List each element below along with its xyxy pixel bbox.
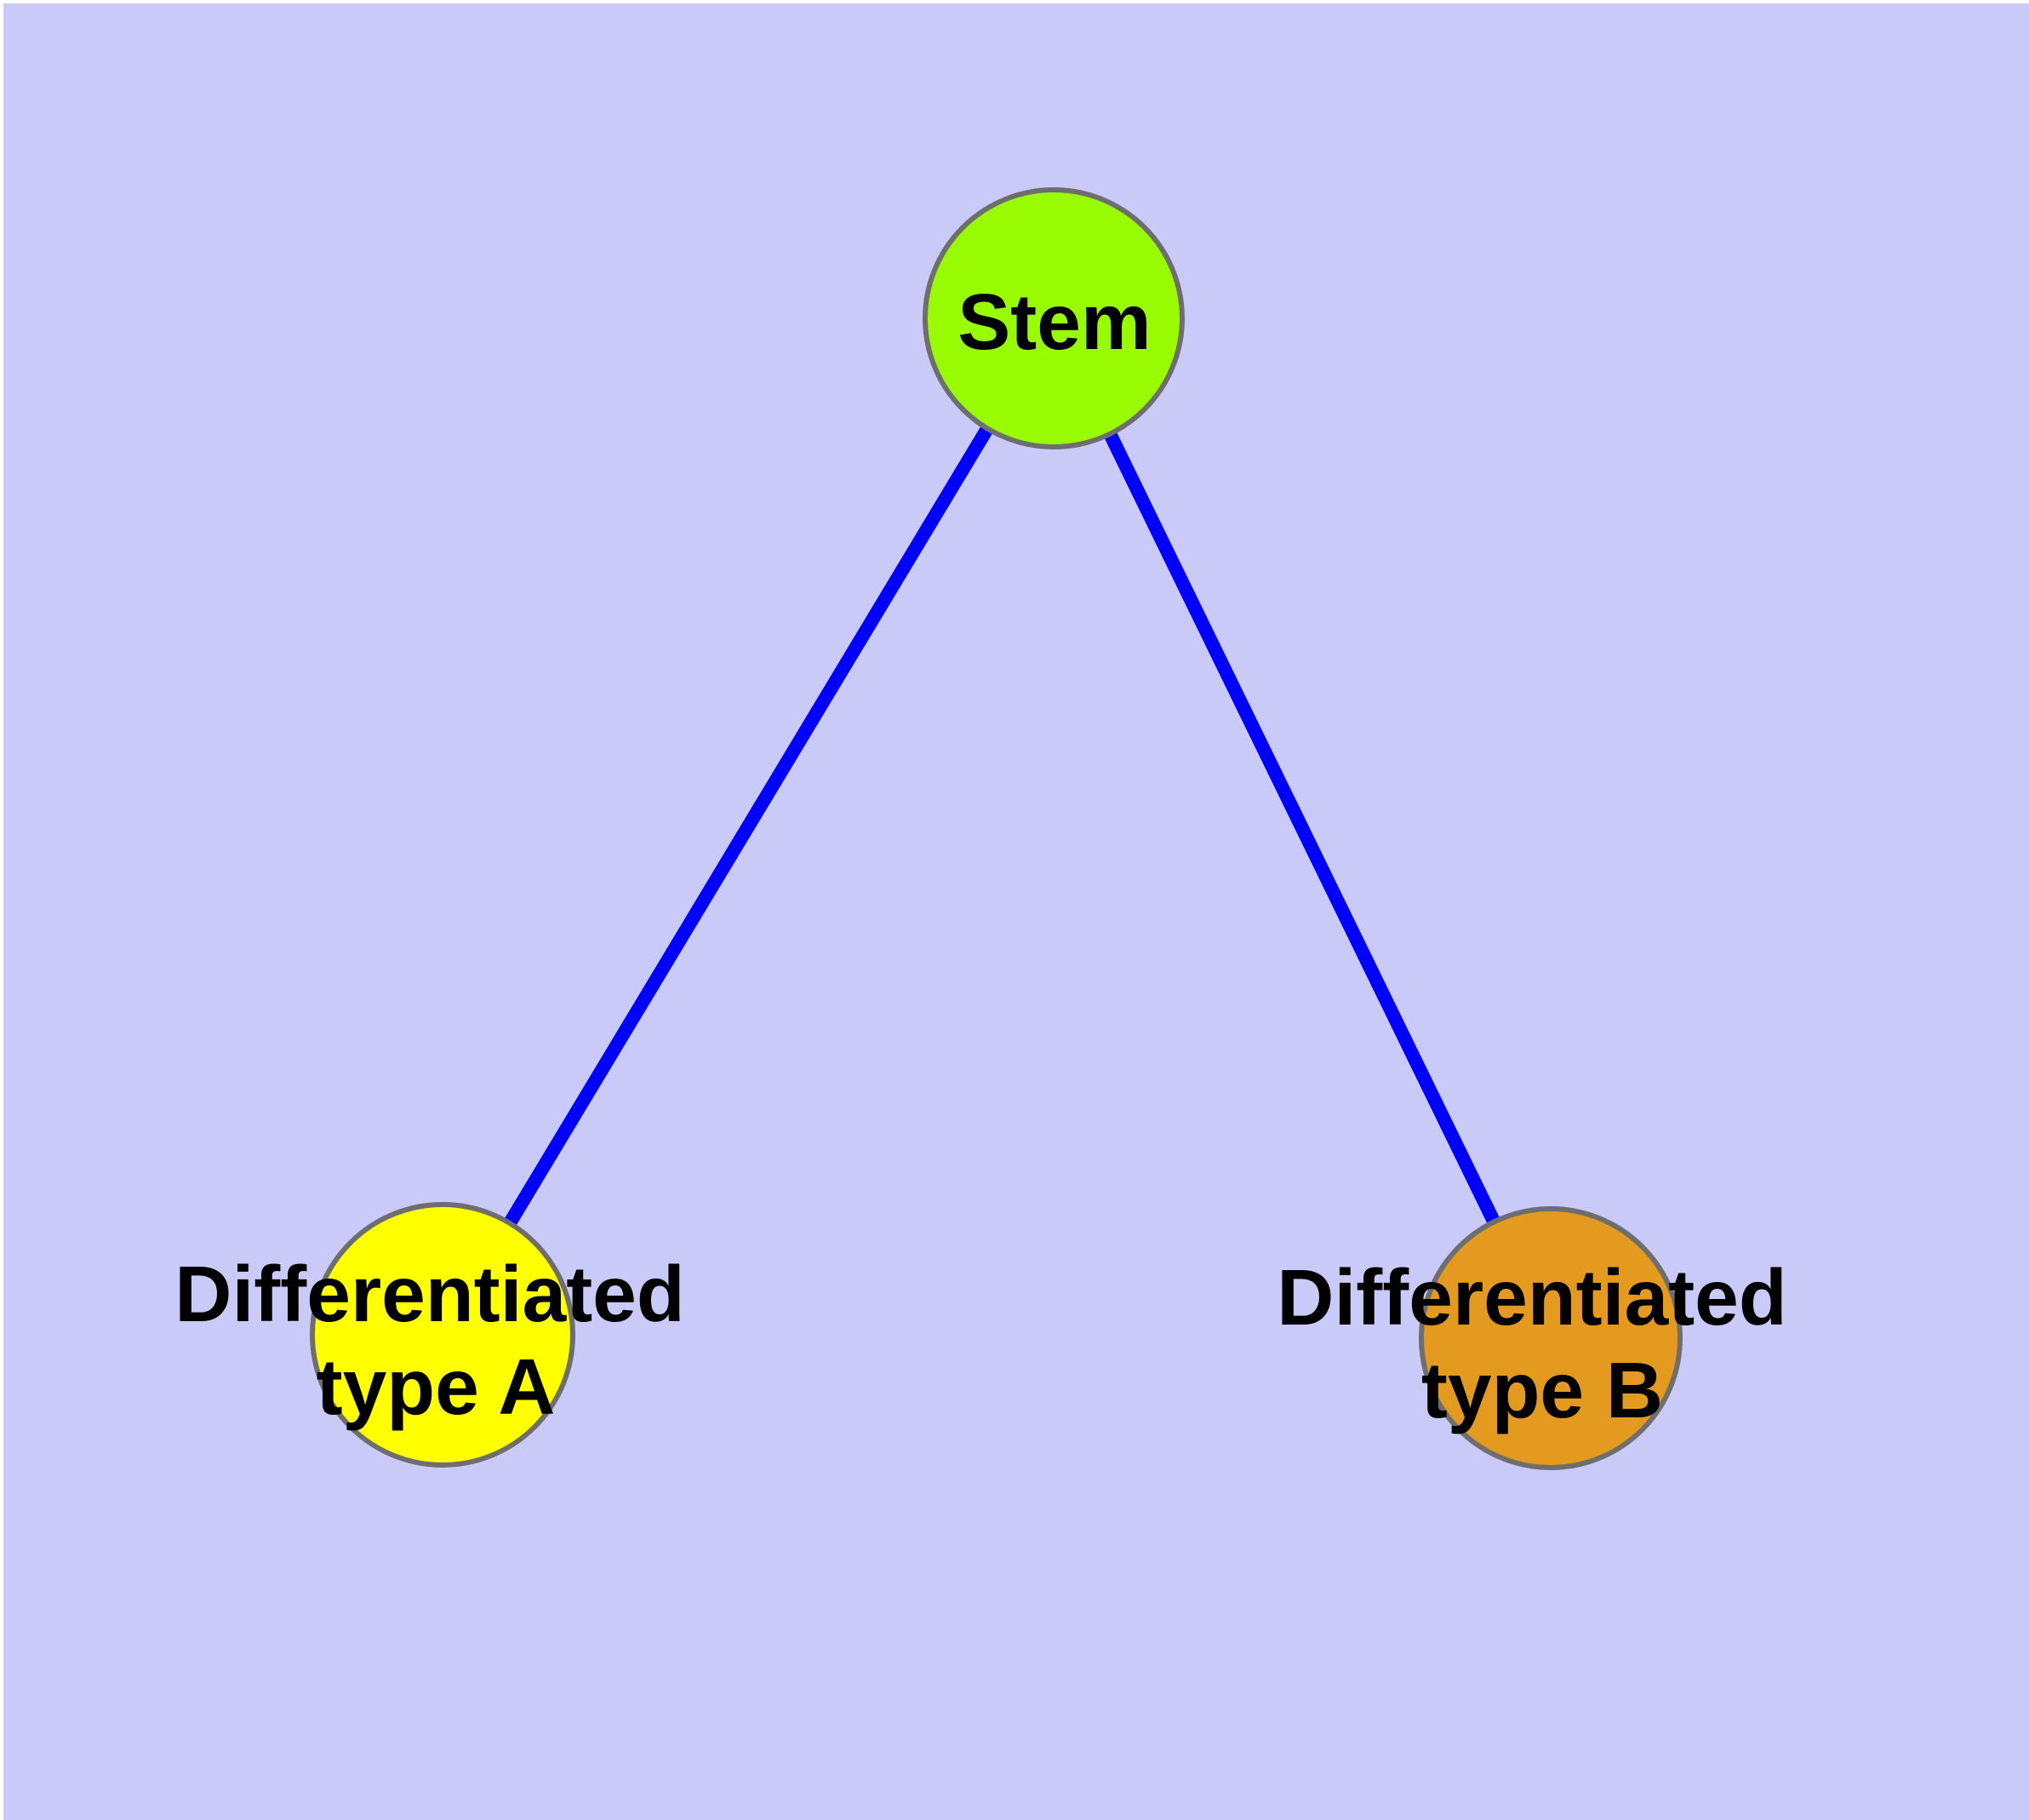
edge-stem-to-typeA <box>437 314 1060 1339</box>
node-layer <box>310 187 1683 1470</box>
edge-layer <box>437 314 1557 1342</box>
node-typeA-label-line1: Differentiated <box>174 1250 684 1338</box>
node-typeB-label-line1: Differentiated <box>1277 1253 1786 1342</box>
node-stem-circle <box>923 187 1185 449</box>
edge-stem-to-typeB <box>1047 315 1557 1342</box>
node-typeB-label-line2: type B <box>1421 1346 1663 1434</box>
node-typeA-label-line2: type A <box>317 1342 556 1431</box>
label-layer: Stem Differentiated type A Differentiate… <box>174 278 1786 1434</box>
node-typeA-circle <box>310 1202 575 1468</box>
node-stem-label: Stem <box>957 278 1151 366</box>
node-typeB-circle <box>1419 1206 1683 1470</box>
